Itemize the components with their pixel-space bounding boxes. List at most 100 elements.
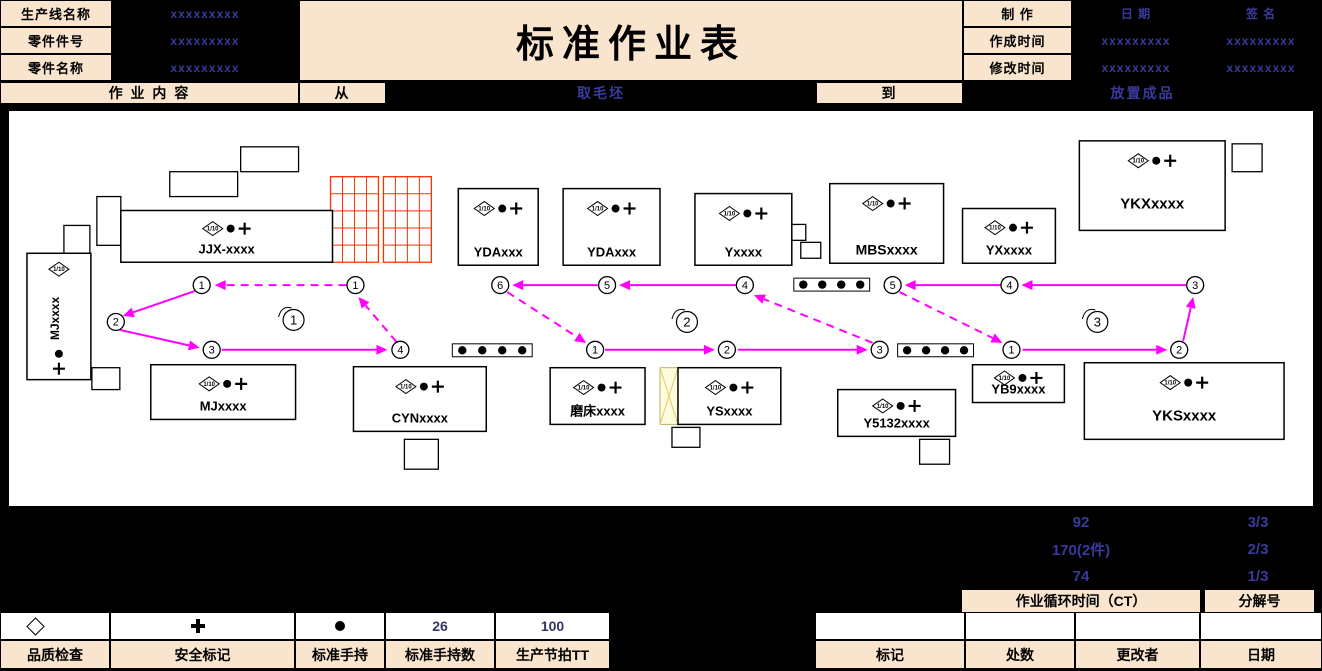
wip-dot [959, 346, 969, 355]
production-line-name-label: 生产线名称 [1, 1, 111, 26]
station-number: 4 [1006, 280, 1012, 292]
quality-check-icon [861, 195, 884, 212]
standard-wip-icon [896, 401, 905, 410]
quality-ratio-label: 1/10 [710, 386, 722, 392]
wip-strip [793, 277, 871, 292]
station-1 [346, 276, 365, 295]
operator-loop-number: 1 [290, 312, 297, 327]
station-4 [735, 276, 755, 295]
walk-return-arrow [364, 304, 398, 343]
machine-label: CYNxxxx [392, 410, 449, 425]
fixture-box [239, 146, 300, 173]
standard-wip-icon [226, 224, 235, 233]
machine-mj-2 [150, 363, 297, 421]
from-label: 从 [300, 83, 385, 103]
modified-sign-value: xxxxxxxxx [1201, 55, 1321, 80]
wip-dot [856, 280, 865, 289]
ct-row-3-value: 92 [962, 510, 1200, 535]
safety-icon [238, 222, 251, 235]
station-3 [202, 340, 221, 359]
station-number: 5 [604, 280, 610, 292]
arrowhead [703, 344, 715, 355]
safety-icon [1030, 371, 1043, 384]
layout-canvas: 1/10MJxxxx1/10JJX-xxxx1/10YDAxxx1/10YDAx… [26, 140, 1285, 470]
machine-label: YXxxxx [986, 242, 1033, 257]
safety-icon [431, 380, 444, 393]
machine-label: YKSxxxx [1152, 407, 1217, 424]
arrowhead [904, 280, 916, 291]
machine-label: YSxxxx [706, 403, 753, 418]
safety-icon [1196, 376, 1209, 389]
wip-dot [837, 280, 846, 289]
arrowhead [512, 280, 524, 291]
fixture-box [403, 438, 439, 470]
quality-check-icon [718, 205, 741, 222]
safety-icon [609, 381, 622, 394]
quality-check-icon [704, 379, 727, 396]
station-number: 4 [742, 280, 748, 292]
quality-check-icon [1159, 375, 1182, 391]
ct-row-1-number: 1/3 [1202, 564, 1314, 589]
machine-ykx [1078, 140, 1226, 232]
fixture-box [91, 367, 121, 391]
walk-return-arrow [763, 298, 874, 344]
breakdown-number-label: 分解号 [1205, 590, 1314, 612]
safety-icon [623, 202, 636, 215]
quality-ratio-label: 1/10 [53, 267, 65, 273]
wip-symbol-cell [296, 613, 384, 639]
quality-check-label: 品质检查 [1, 641, 109, 668]
machine-label: Yxxxx [725, 244, 763, 259]
quality-check-icon [201, 221, 224, 237]
to-label: 到 [817, 83, 962, 103]
arrowhead [574, 332, 587, 343]
ct-row-2-value: 170(2件) [962, 537, 1200, 562]
station-number: 3 [877, 345, 883, 357]
wip-dot [818, 280, 827, 289]
quality-ratio-label: 1/10 [1132, 159, 1144, 165]
machine-mj-left [26, 252, 92, 381]
arrowhead [856, 344, 868, 355]
standard-wip-icon [54, 349, 63, 358]
wip-dot [498, 346, 507, 355]
safety-symbol-cell [111, 613, 294, 639]
fixture-box [671, 426, 701, 448]
quality-ratio-label: 1/10 [478, 207, 490, 213]
station-3 [870, 340, 889, 359]
wip-dot [940, 346, 950, 355]
changer-empty-cell [1076, 613, 1199, 639]
part-number-label: 零件件号 [1, 28, 111, 53]
machine-ys [677, 366, 782, 426]
fixture-box [96, 195, 122, 246]
fixture-box [169, 171, 239, 198]
safety-icon [1020, 221, 1033, 234]
station-2 [1170, 340, 1189, 359]
quality-ratio-label: 1/10 [578, 386, 590, 392]
quality-check-diamond-icon [26, 616, 45, 636]
machine-label: MBSxxxx [856, 241, 918, 257]
fixture-box [63, 224, 91, 254]
date-label: 日期 [1201, 641, 1321, 668]
made-by-label: 制 作 [964, 1, 1071, 26]
arrowhead [1185, 297, 1196, 309]
loop-swoosh [1081, 308, 1096, 320]
loop-swoosh [671, 308, 686, 320]
production-line-name-value: xxxxxxxxx [113, 1, 297, 26]
machine-label: YB9xxxx [991, 382, 1046, 397]
wip-strip [451, 343, 533, 358]
station-number: 6 [497, 280, 503, 292]
loop-swoosh [278, 306, 292, 318]
quality-ratio-label: 1/10 [203, 382, 215, 388]
date-column-header: 日 期 [1073, 1, 1199, 26]
station-1 [585, 340, 605, 359]
part-name-value: xxxxxxxxx [113, 55, 297, 80]
takt-time-label: 生产节拍TT [496, 641, 609, 668]
station-1 [192, 276, 211, 295]
quality-check-icon [586, 200, 609, 217]
walk-return-arrow [899, 291, 994, 339]
flow-arrow [1182, 307, 1192, 342]
arrowhead [358, 297, 370, 309]
takt-time-value: 100 [496, 613, 609, 639]
standard-wip-icon [1184, 378, 1193, 387]
quality-ratio-label: 1/10 [724, 211, 736, 217]
machine-yx [961, 207, 1057, 264]
